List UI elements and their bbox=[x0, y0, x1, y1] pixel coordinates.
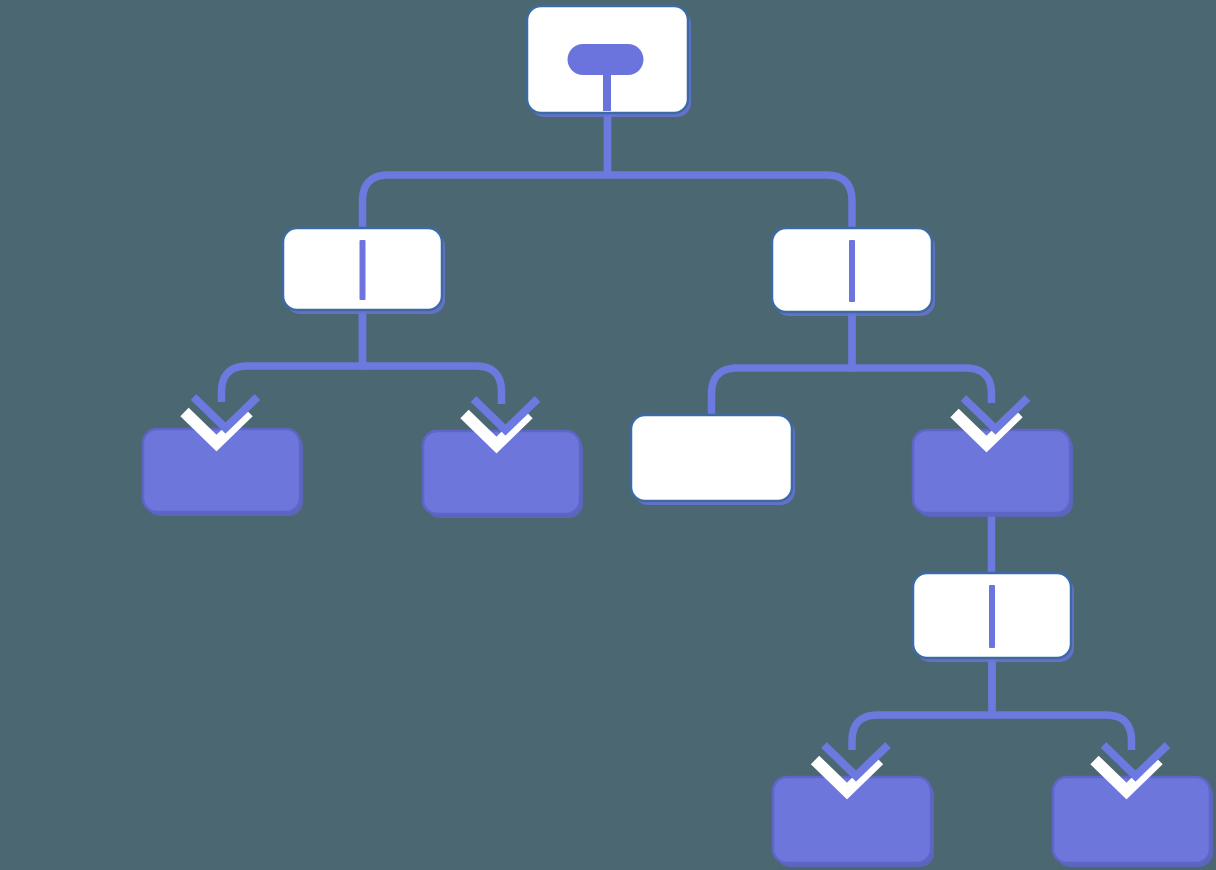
arrow-chevron-purple-icon bbox=[470, 396, 541, 436]
arrow-chevron-white-icon bbox=[1090, 755, 1163, 800]
connector-edge bbox=[358, 310, 506, 404]
connector-edge bbox=[988, 658, 1136, 750]
node-branch-left bbox=[281, 226, 445, 314]
connector-edge bbox=[707, 312, 856, 419]
arrow-chevron-purple-icon bbox=[190, 394, 261, 434]
node-leaf-6 bbox=[1051, 775, 1213, 867]
root-pill-stem bbox=[603, 71, 611, 111]
root-pill-icon bbox=[567, 44, 644, 75]
node-branch-bottom bbox=[911, 571, 1074, 662]
pass-through-line bbox=[849, 240, 855, 302]
arrow-chevron-white-icon bbox=[950, 408, 1023, 453]
connector-edge bbox=[603, 113, 856, 232]
arrow-chevron-white-icon bbox=[810, 755, 884, 800]
connector-edge bbox=[217, 310, 367, 402]
connector-edge bbox=[848, 658, 996, 750]
connector-edge bbox=[848, 312, 996, 403]
pass-through-line bbox=[989, 585, 995, 648]
pass-through-line bbox=[359, 240, 366, 300]
arrow-chevron-white-icon bbox=[460, 409, 533, 454]
node-node-4 bbox=[911, 428, 1073, 517]
node-leaf-1 bbox=[141, 427, 303, 516]
arrow-layer bbox=[180, 394, 1171, 800]
node-leaf-2 bbox=[421, 429, 583, 518]
connector-layer bbox=[217, 113, 1136, 750]
node-leaf-5 bbox=[771, 775, 934, 867]
arrow-chevron-purple-icon bbox=[960, 395, 1031, 435]
node-layer bbox=[141, 4, 1213, 867]
node-branch-right bbox=[770, 226, 935, 316]
connector-edge bbox=[358, 113, 612, 232]
node-leaf-3-body[interactable] bbox=[629, 413, 794, 503]
arrow-chevron-white-icon bbox=[180, 407, 253, 452]
arrow-chevron-purple-icon bbox=[1100, 742, 1171, 782]
arrow-chevron-purple-icon bbox=[821, 742, 891, 782]
node-leaf-3 bbox=[629, 413, 795, 505]
node-root bbox=[525, 4, 691, 117]
